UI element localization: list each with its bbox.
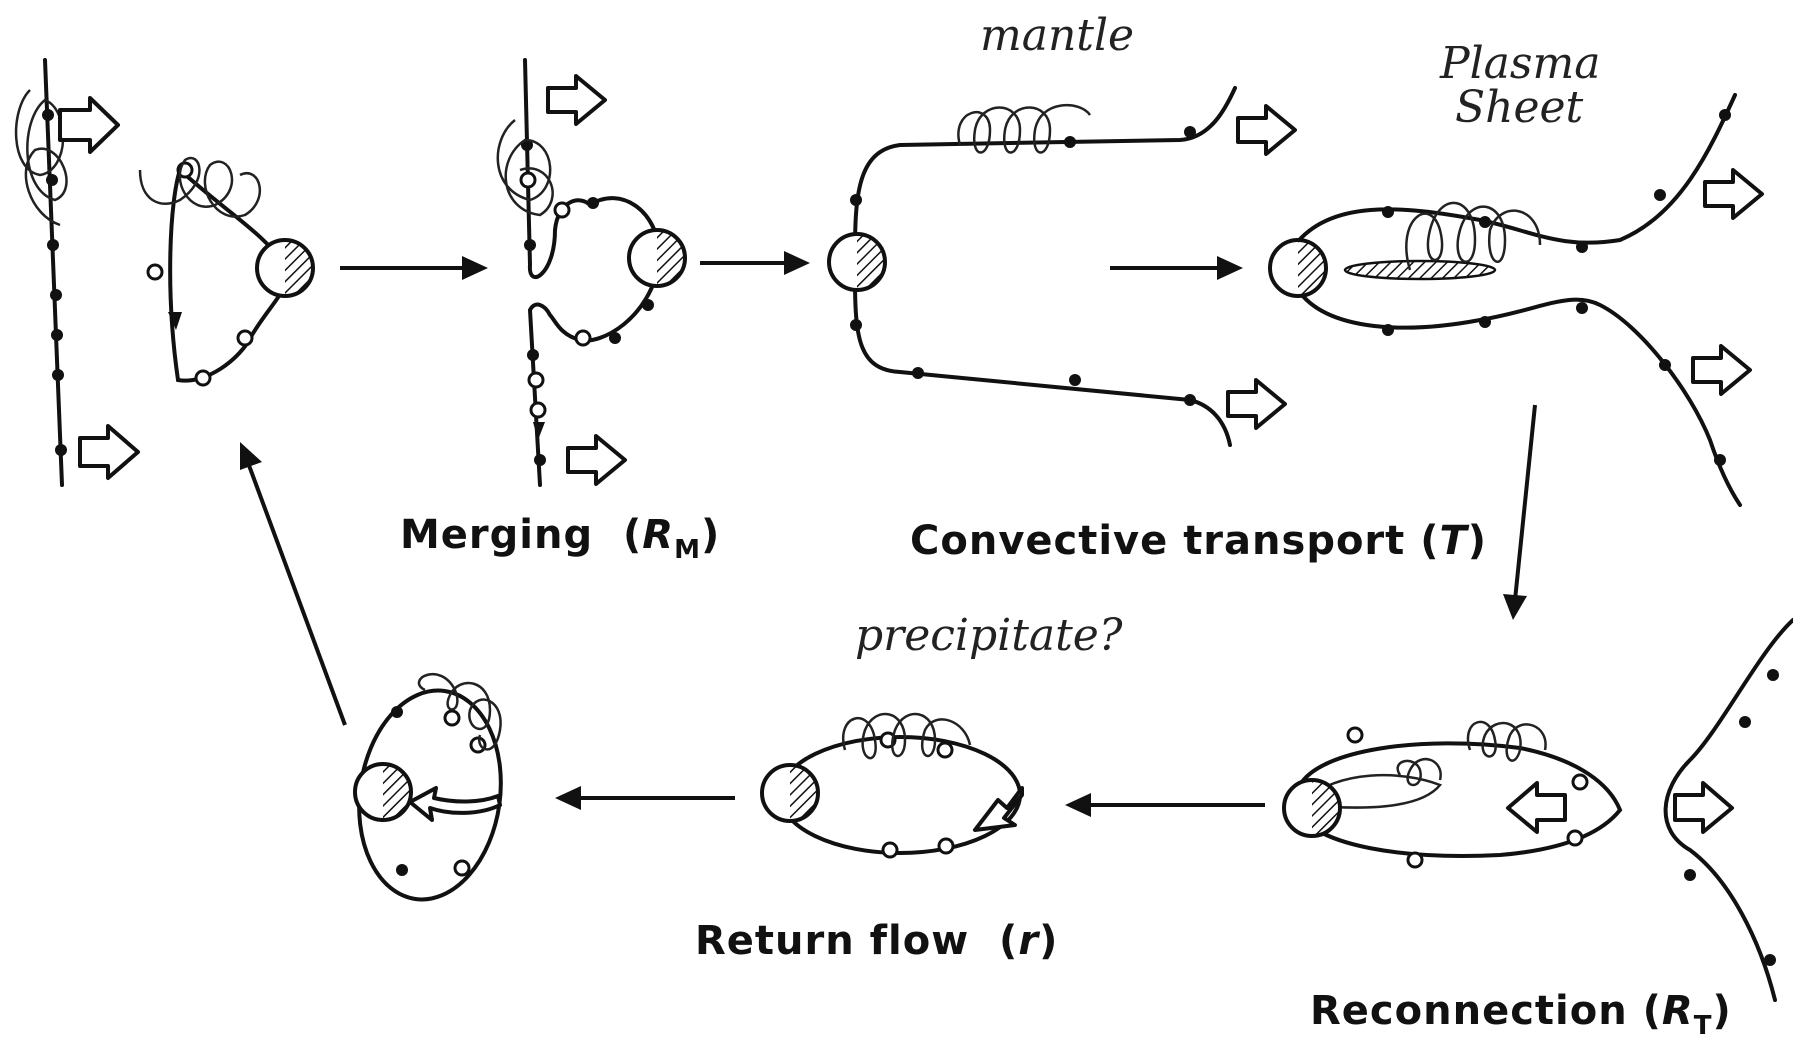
- transition-arrow: [1110, 256, 1243, 280]
- flow-arrow-right: [1673, 781, 1734, 834]
- transition-arrow: [700, 251, 810, 275]
- flow-arrow-right: [1236, 104, 1297, 156]
- plasma-sheet-region: [1343, 259, 1497, 281]
- gyration-spiral: [14, 89, 68, 227]
- upper-tail-field-line: [1293, 93, 1737, 247]
- annotation-precipitate: precipitate?: [855, 610, 1123, 661]
- flow-arrow-right: [78, 424, 140, 480]
- lower-field-line: [853, 278, 1232, 447]
- flow-arrow-right: [566, 434, 627, 486]
- flow-arrow-right: [1703, 168, 1764, 220]
- merging-field-line-upper: [523, 58, 592, 279]
- annotation-plasma: Plasma: [1440, 38, 1601, 89]
- stage-imf-field-line: [14, 58, 140, 487]
- label-merging: Merging (RM): [400, 512, 721, 565]
- flow-arrow-right: [546, 74, 607, 126]
- imf-field-line: [43, 58, 64, 487]
- gyration-spiral: [138, 156, 262, 218]
- stage-closed-loop: [138, 156, 315, 387]
- stage-dipolar-loop: [353, 672, 503, 902]
- flow-arrow-left: [973, 786, 1024, 832]
- transition-arrow: [1503, 404, 1537, 620]
- transition-arrow: [555, 786, 735, 810]
- flow-arrow-right: [1691, 344, 1752, 396]
- transition-arrow: [1065, 793, 1265, 817]
- gyration-spiral: [957, 103, 1092, 154]
- inner-field-line: [1304, 773, 1443, 809]
- lower-tail-field-line: [1293, 283, 1742, 507]
- flow-arrow-right: [58, 96, 120, 154]
- label-reconnection: Reconnection (RT): [1310, 988, 1732, 1041]
- stage-plasma-sheet: [1268, 93, 1764, 507]
- flow-arrow-left: [408, 786, 502, 822]
- transition-arrow: [240, 442, 347, 726]
- reconnected-closed-loop: [1298, 741, 1623, 858]
- label-return-flow: Return flow (r): [695, 918, 1059, 964]
- stage-reconnection: [1282, 618, 1793, 1002]
- transition-arrow: [340, 256, 488, 280]
- stage-return-flow: [760, 712, 1024, 859]
- disconnected-field-line: [1663, 618, 1793, 1002]
- annotation-sheet: Sheet: [1455, 82, 1584, 133]
- gyration-spiral: [1405, 201, 1542, 271]
- gyration-spiral: [1396, 720, 1547, 787]
- label-convective-transport: Convective transport (T): [910, 518, 1488, 564]
- stage-merging: [496, 58, 687, 487]
- annotation-mantle: mantle: [980, 10, 1135, 61]
- stage-convective: [827, 86, 1297, 447]
- gyration-spiral: [417, 672, 502, 751]
- gyration-spiral: [496, 119, 554, 217]
- flow-arrow-left: [1506, 781, 1567, 834]
- gyration-spiral: [842, 712, 972, 760]
- flow-arrow-right: [1226, 378, 1287, 430]
- merging-field-line-lower: [527, 196, 663, 487]
